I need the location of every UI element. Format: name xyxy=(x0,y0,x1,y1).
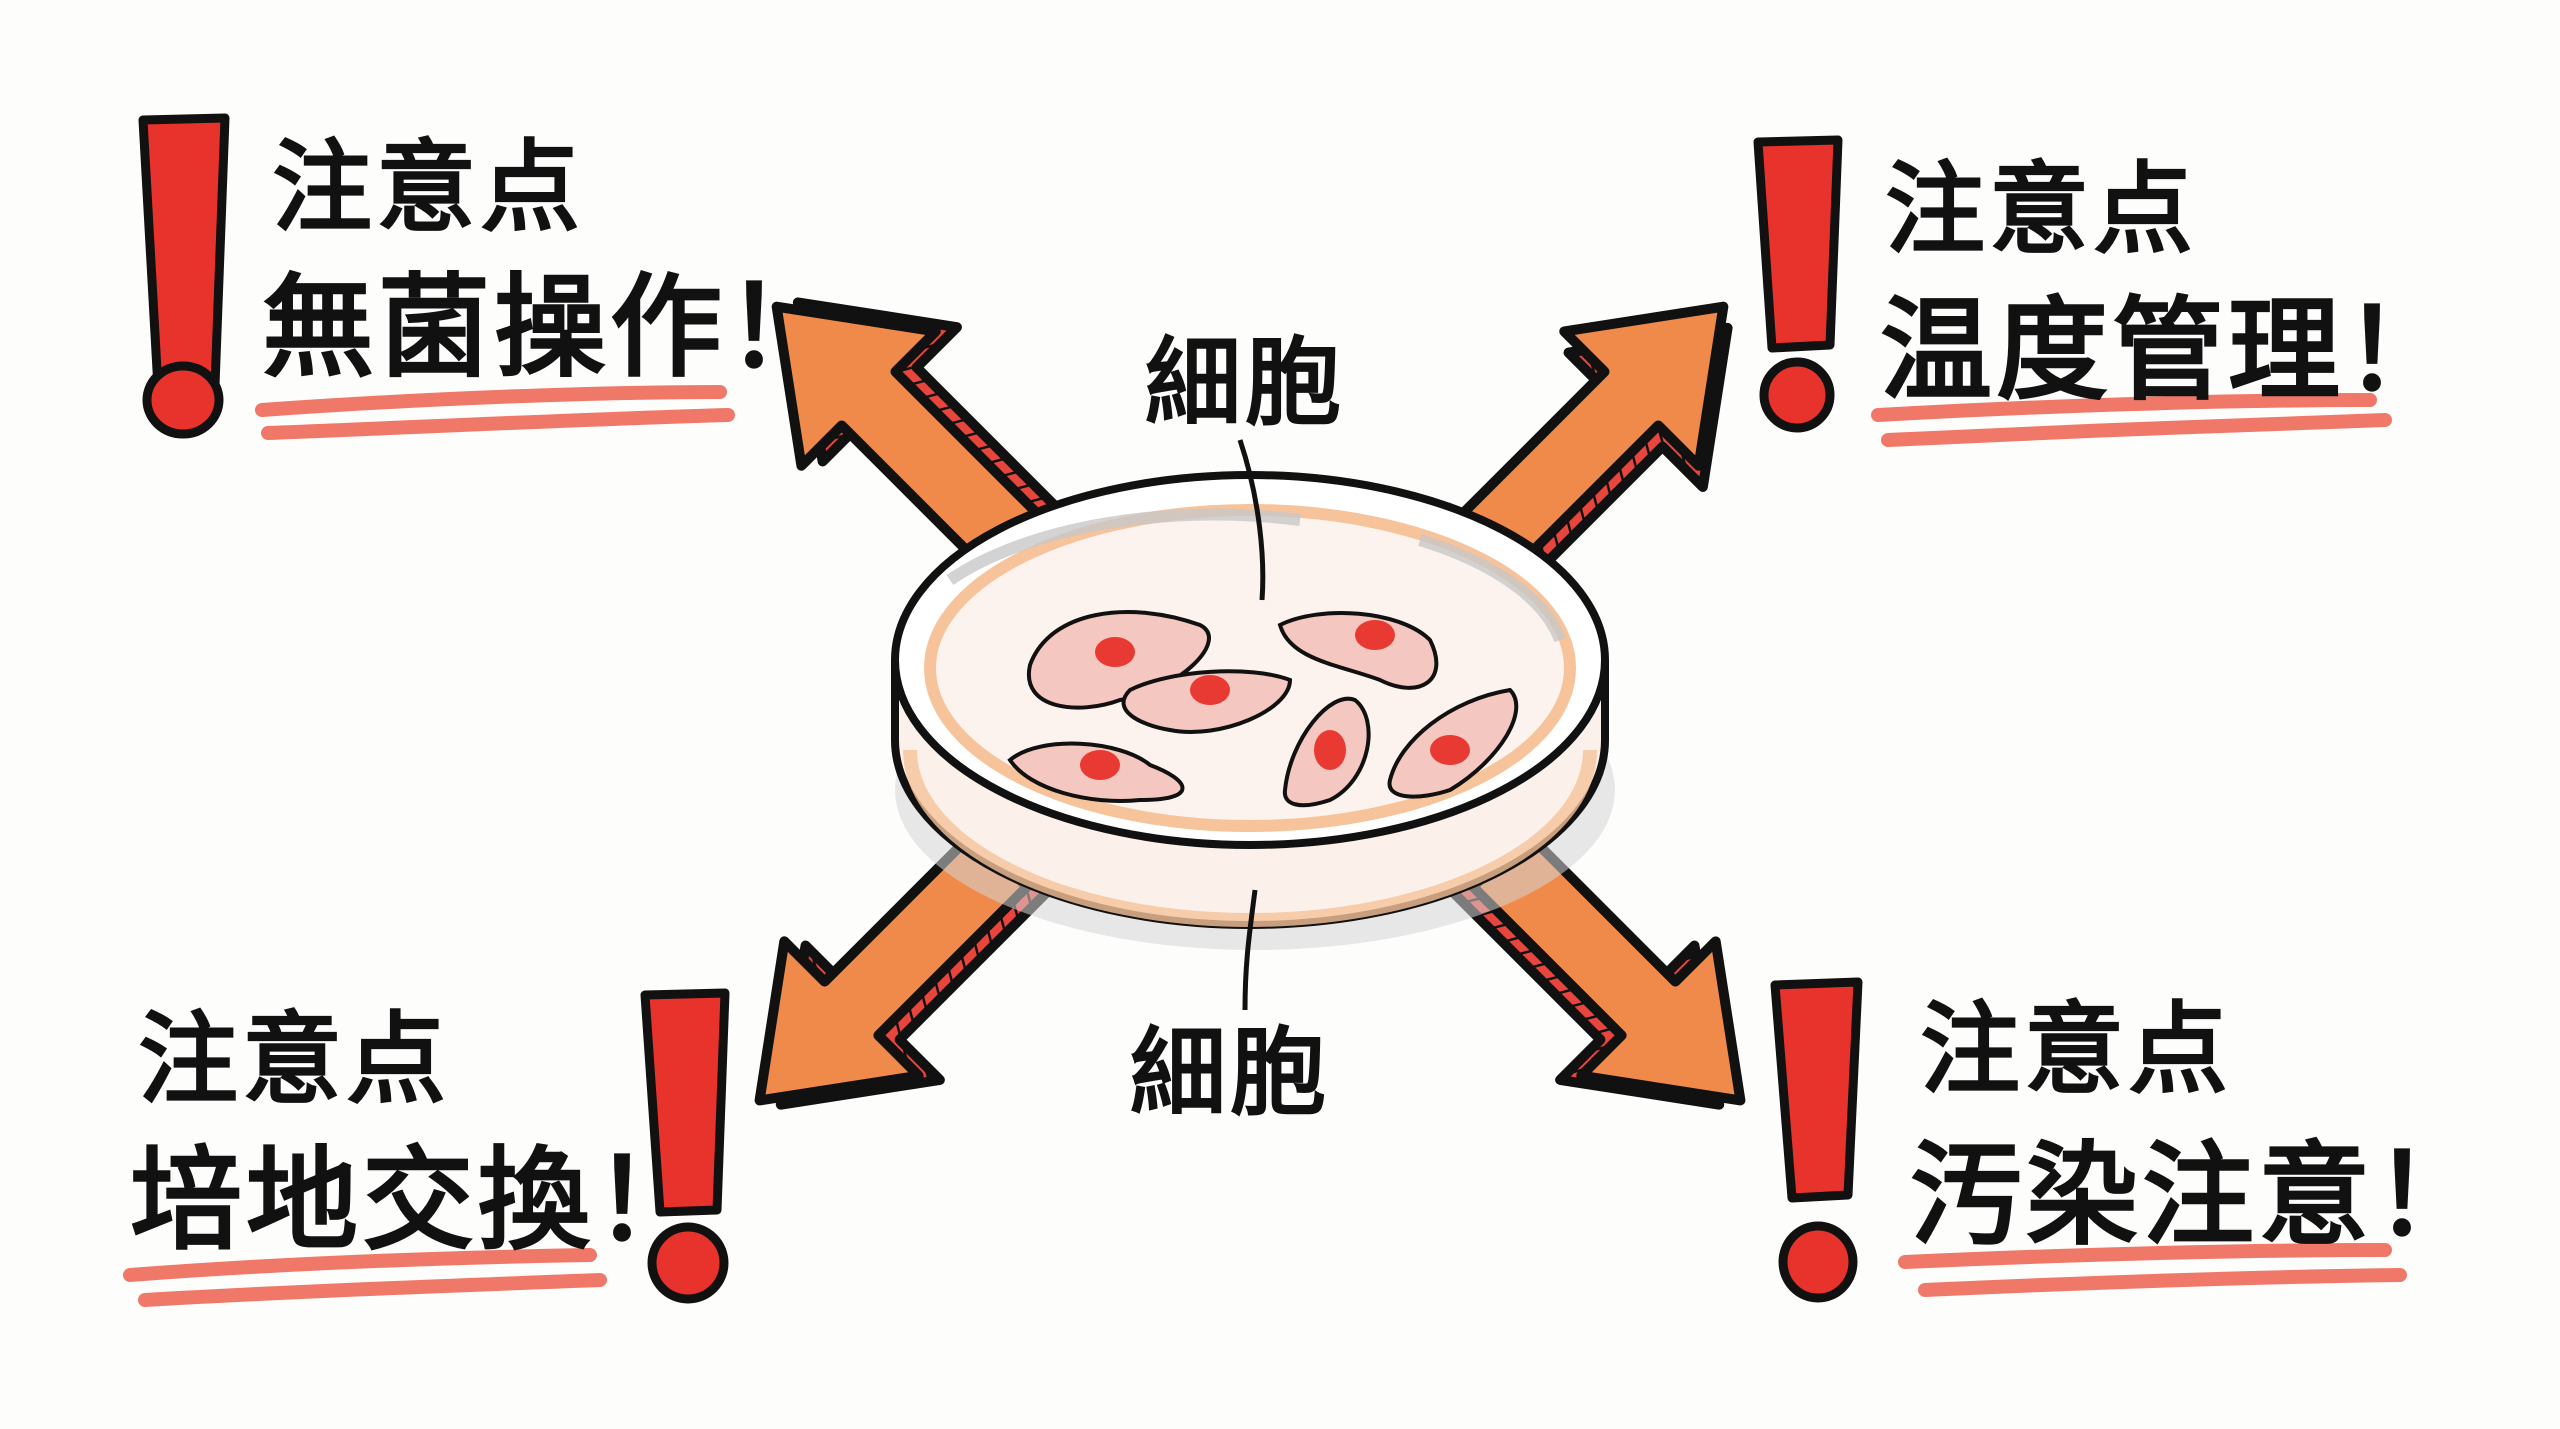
cell-label-top: 細胞 xyxy=(1145,327,1345,439)
underline-top-right xyxy=(1871,393,2392,447)
exclamation-top-right-icon xyxy=(1753,135,1843,433)
underline-bottom-left xyxy=(123,1248,607,1307)
exclamation-bottom-left-icon xyxy=(640,988,730,1304)
exclamation-top-left-icon xyxy=(138,113,230,439)
leader-line-top xyxy=(1237,439,1266,601)
cell-icon xyxy=(1282,696,1371,808)
callout-heading: 注意点 xyxy=(272,129,584,246)
cell-icon xyxy=(1007,741,1185,803)
cells-group xyxy=(1007,610,1519,808)
callout-text: 無菌操作！ xyxy=(262,263,842,393)
callout-text: 温度管理！ xyxy=(1880,286,2460,416)
underline-top-left xyxy=(255,385,735,440)
leader-line-bottom xyxy=(1242,889,1258,1011)
cell-icon xyxy=(1277,611,1439,690)
callout-heading: 注意点 xyxy=(1920,991,2232,1108)
callout-heading: 注意点 xyxy=(1885,151,2197,268)
cell-icon xyxy=(1121,669,1293,734)
callout-text: 培地交換！ xyxy=(130,1136,710,1266)
callout-text: 汚染注意！ xyxy=(1910,1131,2490,1261)
callout-heading: 注意点 xyxy=(138,1001,450,1118)
cell-icon xyxy=(1387,687,1519,799)
cell-label-bottom: 細胞 xyxy=(1130,1017,1330,1129)
exclamation-bottom-right-icon xyxy=(1770,977,1863,1303)
underline-bottom-right xyxy=(1898,1243,2407,1297)
arrow-top-left-icon xyxy=(771,297,1064,572)
